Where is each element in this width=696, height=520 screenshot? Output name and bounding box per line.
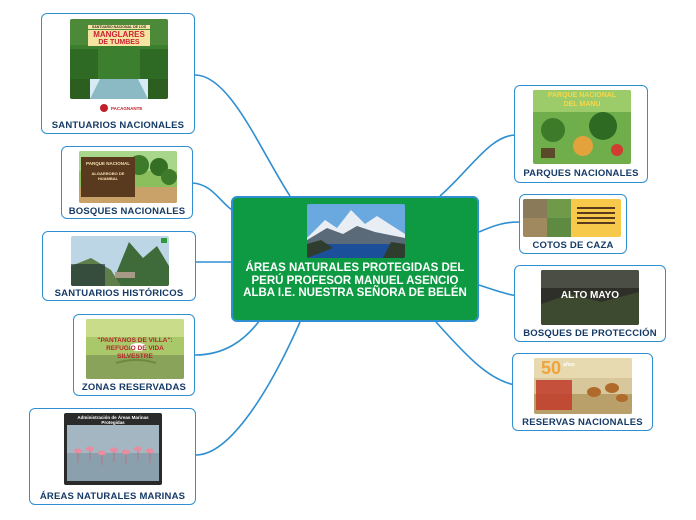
image-caption-title: PARQUE NACIONAL: [86, 161, 130, 166]
algarrobo-photo: PARQUE NACIONAL ALGARROBO DE HUAMBAL: [79, 151, 177, 203]
node-label: BOSQUES NACIONALES: [68, 206, 186, 217]
node-bosques-proteccion[interactable]: ALTO MAYO BOSQUES DE PROTECCIÓN: [514, 265, 666, 342]
image-caption-title: ALTO MAYO: [560, 290, 620, 301]
link-areas-marinas: [195, 321, 301, 456]
image-caption-subtitle: años: [563, 362, 575, 368]
image-caption-title: "PANTANOS DE VILLA":: [97, 337, 173, 344]
node-label: SANTUARIOS NACIONALES: [51, 120, 185, 131]
logo-icon: [100, 104, 108, 112]
link-zonas-reservadas: [194, 319, 261, 356]
image-caption-title: MANGLARES: [88, 30, 150, 39]
manglares-photo: SANTUARIO NACIONAL DE LOS MANGLARES DE T…: [70, 19, 168, 99]
node-label: PARQUES NACIONALES: [523, 168, 639, 179]
mountain-lake-photo: [307, 204, 405, 258]
alto-mayo-photo: ALTO MAYO: [541, 270, 639, 325]
node-label: RESERVAS NACIONALES: [522, 417, 643, 428]
manu-photo: PARQUE NACIONAL DEL MANU: [533, 90, 631, 164]
machu-picchu-photo: [71, 236, 169, 286]
node-santuarios-nacionales[interactable]: SANTUARIO NACIONAL DE LOS MANGLARES DE T…: [41, 13, 195, 134]
image-caption-subtitle: DEL MANU: [563, 101, 601, 108]
image-caption-small: SANTUARIO NACIONAL DE LOS: [88, 25, 150, 29]
image-caption-subtitle: DE TUMBES: [88, 39, 150, 46]
node-parques-nacionales[interactable]: PARQUE NACIONAL DEL MANU PARQUES NACIONA…: [514, 85, 648, 183]
link-santuarios-nacionales: [194, 74, 291, 197]
node-bosques-nacionales[interactable]: PARQUE NACIONAL ALGARROBO DE HUAMBAL BOS…: [61, 146, 193, 219]
central-title: ÁREAS NATURALES PROTEGIDAS DEL PERÚ PROF…: [243, 262, 467, 299]
node-label: BOSQUES DE PROTECCIÓN: [523, 328, 657, 339]
node-label: ZONAS RESERVADAS: [81, 382, 187, 393]
vicunas-photo: 50 años: [534, 358, 632, 414]
logo-text: PACAGNANTE: [111, 105, 143, 111]
link-cotos-de-caza: [478, 221, 520, 233]
central-topic[interactable]: ÁREAS NATURALES PROTEGIDAS DEL PERÚ PROF…: [231, 196, 479, 322]
image-caption-line3: SILVESTRE: [117, 353, 153, 360]
flamingos-photo: Administración de Áreas Marinas Protegid…: [64, 413, 162, 485]
node-label: ÁREAS NATURALES MARINAS: [39, 491, 186, 502]
node-santuarios-historicos[interactable]: SANTUARIOS HISTÓRICOS: [42, 231, 196, 301]
image-caption-subtitle: ALGARROBO DE HUAMBAL: [91, 171, 125, 181]
link-parques-nacionales: [439, 134, 517, 197]
image-caption-subtitle: REFUGIO DE VIDA: [106, 345, 164, 352]
node-label: SANTUARIOS HISTÓRICOS: [54, 288, 184, 299]
node-reservas-nacionales[interactable]: 50 años RESERVAS NACIONALES: [512, 353, 653, 431]
pantanos-villa-photo: "PANTANOS DE VILLA": REFUGIO DE VIDA SIL…: [86, 319, 184, 379]
image-caption-title: Administración de Áreas Marinas Protegid…: [77, 415, 149, 425]
pacagnante-logo: PACAGNANTE: [100, 104, 142, 112]
link-reservas-nacionales: [435, 321, 516, 386]
image-caption-title: 50: [540, 358, 562, 378]
image-caption-title: PARQUE NACIONAL: [547, 92, 617, 99]
node-label: COTOS DE CAZA: [532, 240, 614, 251]
cotos-collage-photo: [523, 199, 621, 237]
node-cotos-de-caza[interactable]: COTOS DE CAZA: [519, 194, 627, 254]
node-areas-marinas[interactable]: Administración de Áreas Marinas Protegid…: [29, 408, 196, 505]
node-zonas-reservadas[interactable]: "PANTANOS DE VILLA": REFUGIO DE VIDA SIL…: [73, 314, 195, 396]
